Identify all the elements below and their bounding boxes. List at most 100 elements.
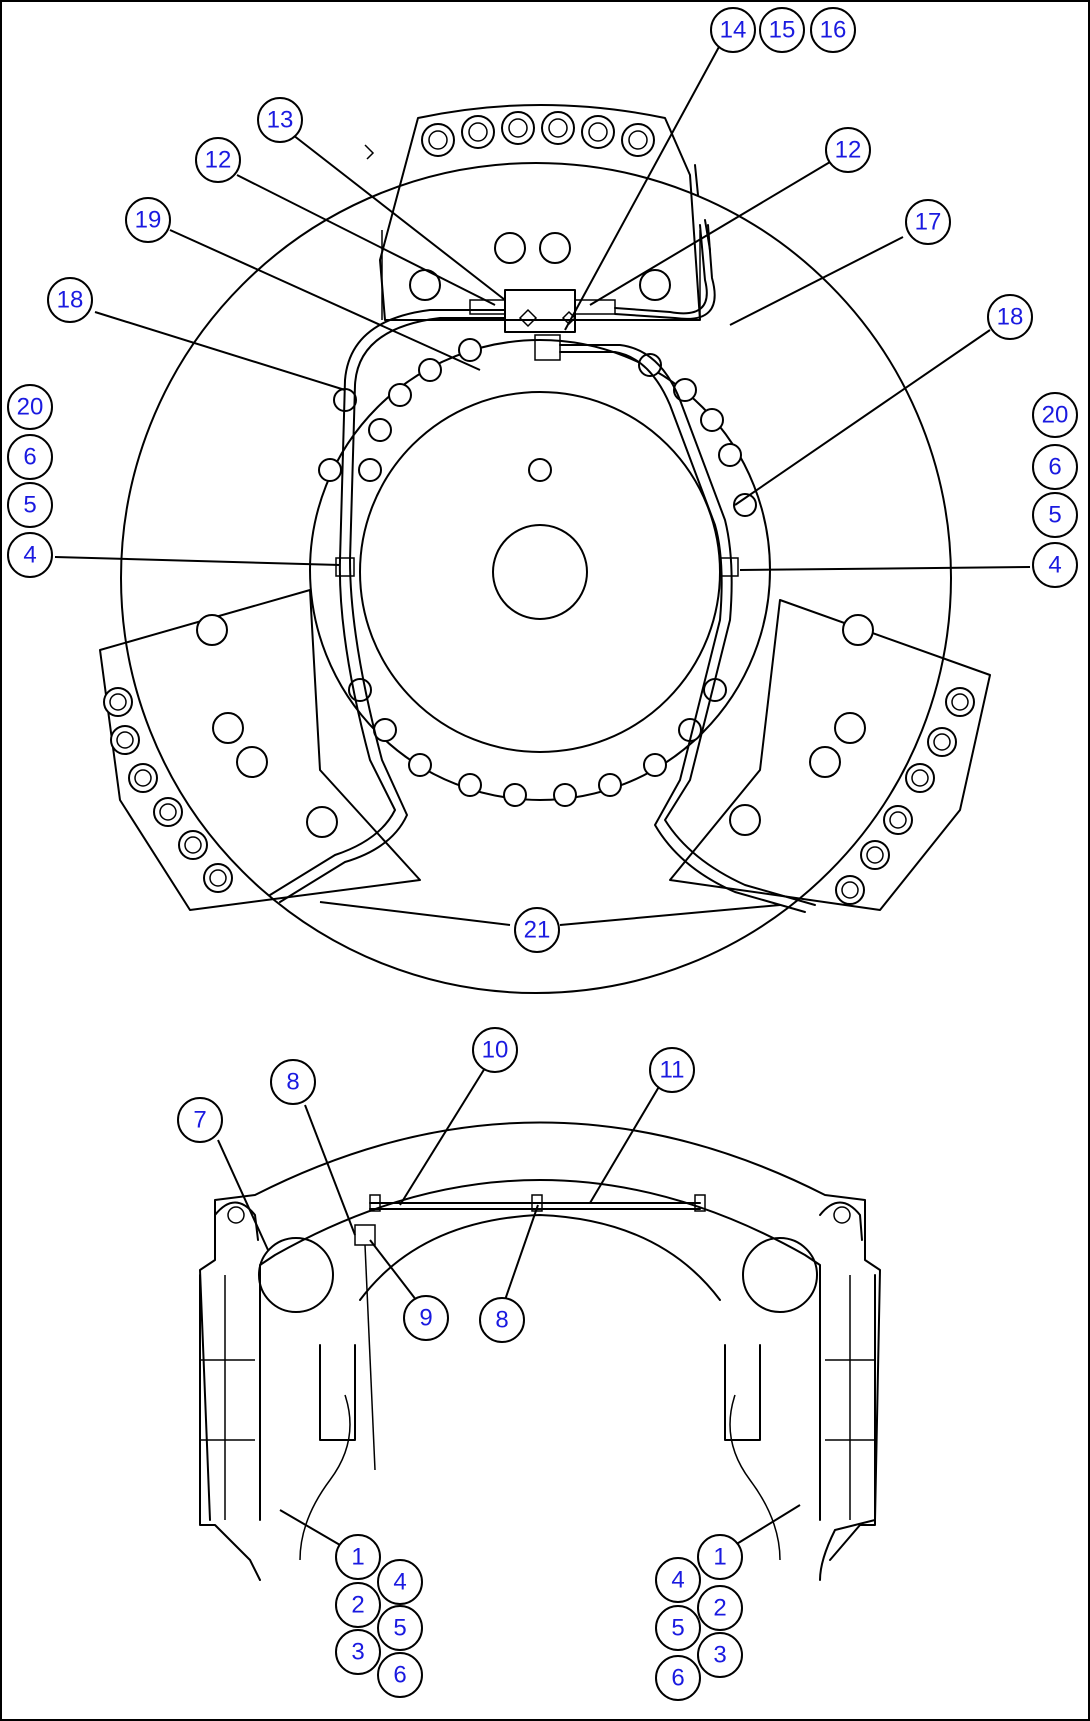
left-cylinder: [258, 1237, 334, 1313]
callout-20-left: 20: [7, 384, 53, 430]
top-plate-bolts: [409, 111, 671, 301]
callout-8-bottom: 8: [479, 1297, 525, 1343]
callout-15: 15: [759, 7, 805, 53]
svg-text:20: 20: [1042, 402, 1069, 429]
callout-18-right: 18: [987, 294, 1033, 340]
callout-18-left: 18: [47, 277, 93, 323]
hydraulic-lines: [269, 164, 816, 913]
callout-6-left: 6: [7, 434, 53, 480]
svg-text:15: 15: [769, 17, 796, 44]
callout-bubbles: 14 15 16 13 12 12 19 17 18 18 20 6 5 4 2…: [7, 7, 1078, 1701]
svg-text:5: 5: [23, 492, 36, 519]
svg-text:10: 10: [482, 1037, 509, 1064]
left-plate-bolts: [103, 614, 338, 893]
svg-text:21: 21: [524, 917, 551, 944]
top-mount-plate: [379, 104, 701, 321]
svg-text:17: 17: [915, 209, 942, 236]
callout-5-lower-right: 5: [655, 1605, 701, 1651]
callout-19: 19: [125, 197, 171, 243]
callout-21: 21: [514, 907, 560, 953]
callout-7: 7: [177, 1097, 223, 1143]
svg-text:6: 6: [1048, 454, 1061, 481]
callout-12-left: 12: [195, 137, 241, 183]
callout-17: 17: [905, 199, 951, 245]
arch-opening: [359, 1214, 721, 1301]
hub-ring-inner: [359, 391, 721, 753]
svg-text:12: 12: [205, 147, 232, 174]
callout-8-top: 8: [270, 1059, 316, 1105]
svg-text:7: 7: [193, 1107, 206, 1134]
callout-12-right: 12: [825, 127, 871, 173]
svg-text:5: 5: [671, 1615, 684, 1642]
manifold-block: [504, 289, 576, 333]
svg-text:18: 18: [997, 304, 1024, 331]
bottom-view-assembly: [199, 1121, 881, 1581]
right-clamp: [719, 557, 739, 577]
side-panels: [200, 1275, 875, 1520]
svg-text:8: 8: [495, 1307, 508, 1334]
svg-text:2: 2: [351, 1592, 364, 1619]
svg-text:18: 18: [57, 287, 84, 314]
svg-text:14: 14: [720, 17, 747, 44]
callout-4-right: 4: [1032, 542, 1078, 588]
callout-9: 9: [403, 1295, 449, 1341]
callout-13: 13: [257, 97, 303, 143]
svg-text:4: 4: [1048, 552, 1061, 579]
callout-3-right: 3: [697, 1632, 743, 1678]
callout-1-right: 1: [697, 1534, 743, 1580]
callout-11: 11: [649, 1047, 695, 1093]
svg-text:9: 9: [419, 1305, 432, 1332]
svg-text:5: 5: [393, 1615, 406, 1642]
callout-20-right: 20: [1032, 392, 1078, 438]
callout-2-right: 2: [697, 1585, 743, 1631]
center-bore: [492, 524, 588, 620]
callout-4-lower-left: 4: [377, 1559, 423, 1605]
top-view-assembly: [99, 104, 991, 994]
svg-text:6: 6: [23, 444, 36, 471]
svg-text:4: 4: [671, 1567, 684, 1594]
svg-text:4: 4: [393, 1569, 406, 1596]
svg-text:6: 6: [671, 1665, 684, 1692]
inner-frame: [259, 1179, 821, 1521]
hub-bolt-holes: [318, 338, 757, 807]
right-mount-plate: [669, 599, 991, 911]
svg-text:3: 3: [713, 1642, 726, 1669]
right-cylinder: [742, 1237, 818, 1313]
callout-5-left: 5: [7, 482, 53, 528]
svg-text:8: 8: [286, 1069, 299, 1096]
svg-text:3: 3: [351, 1639, 364, 1666]
svg-text:12: 12: [835, 137, 862, 164]
callout-1-left: 1: [335, 1534, 381, 1580]
callout-3-left: 3: [335, 1629, 381, 1675]
svg-text:13: 13: [267, 107, 294, 134]
callout-6-lower-right: 6: [655, 1655, 701, 1701]
svg-text:2: 2: [713, 1595, 726, 1622]
right-plate-bolts: [729, 614, 975, 905]
callout-2-left: 2: [335, 1582, 381, 1628]
leader-lines: [54, 44, 1031, 1546]
right-pad-bracket: [724, 1344, 761, 1441]
callout-6-lower-left: 6: [377, 1652, 423, 1698]
callout-5-lower-left: 5: [377, 1605, 423, 1651]
svg-text:16: 16: [820, 17, 847, 44]
callout-6-right: 6: [1032, 444, 1078, 490]
svg-text:4: 4: [23, 542, 36, 569]
callout-5-right: 5: [1032, 492, 1078, 538]
svg-text:19: 19: [135, 207, 162, 234]
callout-10: 10: [472, 1027, 518, 1073]
svg-text:1: 1: [713, 1544, 726, 1571]
left-pad-bracket: [319, 1344, 356, 1441]
callout-14: 14: [710, 7, 756, 53]
svg-text:20: 20: [17, 394, 44, 421]
svg-text:5: 5: [1048, 502, 1061, 529]
svg-text:1: 1: [351, 1544, 364, 1571]
left-clamp: [335, 557, 355, 577]
svg-text:11: 11: [660, 1057, 685, 1084]
callout-16: 16: [810, 7, 856, 53]
outer-disc-outline: [120, 162, 952, 994]
callout-4-left: 4: [7, 532, 53, 578]
frame-outline: [199, 1121, 881, 1581]
callout-4-lower-right: 4: [655, 1557, 701, 1603]
